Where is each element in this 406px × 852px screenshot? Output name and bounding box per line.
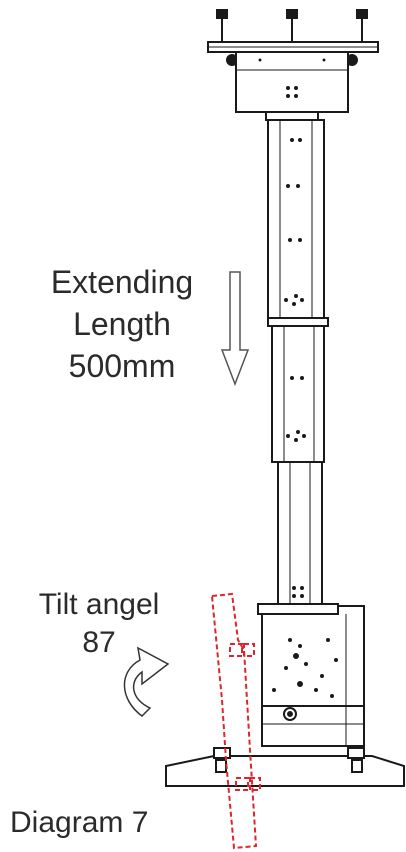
top-housing bbox=[235, 51, 349, 121]
tilt-head bbox=[257, 603, 365, 747]
tilt-outline bbox=[210, 592, 261, 850]
curved-arrow-icon bbox=[123, 646, 170, 717]
tilt-label-line1: Tilt angel bbox=[38, 588, 160, 621]
diagram-caption: Diagram 7 bbox=[10, 806, 149, 839]
upper-tube bbox=[267, 119, 325, 321]
extending-label-line2: Length bbox=[73, 306, 171, 342]
lower-rods bbox=[277, 461, 323, 609]
tilt-label-line2: 87 bbox=[82, 626, 116, 659]
extending-label-line1: Extending bbox=[50, 264, 194, 300]
base-plate bbox=[165, 747, 405, 787]
middle-tube bbox=[267, 317, 329, 463]
down-arrow-icon bbox=[220, 271, 250, 387]
extending-label-line3: 500mm bbox=[68, 348, 176, 384]
